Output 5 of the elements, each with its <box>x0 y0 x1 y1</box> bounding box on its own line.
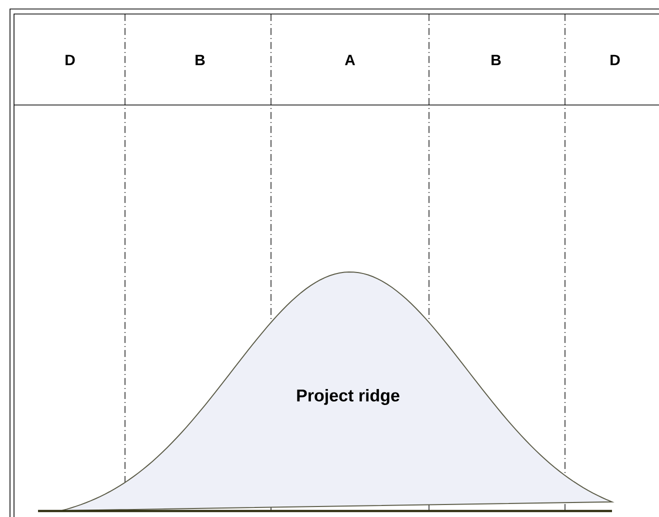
column-label: B <box>196 54 205 66</box>
column-label: B <box>492 54 501 66</box>
column-label: A <box>344 54 356 66</box>
column-label: D <box>610 54 620 66</box>
column-label: D <box>66 54 75 66</box>
